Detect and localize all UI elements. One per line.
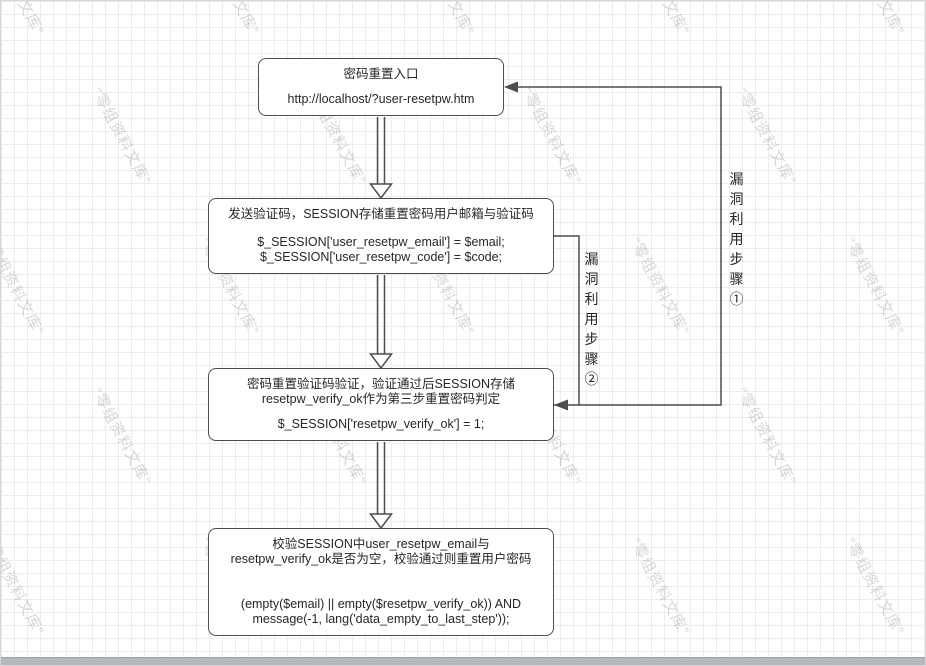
node-title-line: resetpw_verify_ok是否为空，校验通过则重置用户密码 (230, 552, 532, 566)
exploit-step2-label: 漏洞利用步骤② (584, 251, 599, 387)
node-code-line: $_SESSION['user_resetpw_email'] = $email… (257, 235, 505, 249)
node-title: 密码重置入口 (343, 67, 418, 82)
node-title-line: resetpw_verify_ok作为第三步重置密码判定 (261, 392, 501, 406)
watermark-text: “零组资料文库” (626, 235, 692, 339)
node-password-reset-entry: 密码重置入口 http://localhost/?user-resetpw.ht… (258, 58, 504, 116)
node-code-line: (empty($email) || empty($resetpw_verify_… (240, 597, 522, 611)
bottom-scrollbar[interactable] (1, 657, 925, 665)
watermark-text: “零组资料文库” (88, 85, 154, 189)
node-title-line: 校验SESSION中user_resetpw_email与 (272, 537, 490, 551)
node-code: $_SESSION['resetpw_verify_ok'] = 1; (278, 417, 485, 432)
node-title: 密码重置验证码验证，验证通过后SESSION存储 resetpw_verify_… (247, 377, 515, 407)
watermark-text: “零组资料文库” (88, 385, 154, 489)
node-verify-code: 密码重置验证码验证，验证通过后SESSION存储 resetpw_verify_… (208, 368, 554, 441)
watermark-text: “零组资料文库” (0, 235, 47, 339)
watermark-text: “零组资料文库” (841, 235, 907, 339)
exploit-step1-label: 漏洞利用步骤① (729, 171, 744, 307)
watermark-text: “零组资料文库” (733, 385, 799, 489)
node-title-line: 密码重置验证码验证，验证通过后SESSION存储 (246, 377, 516, 391)
node-code: $_SESSION['user_resetpw_email'] = $email… (257, 235, 505, 265)
node-code-line: message(-1, lang('data_empty_to_last_ste… (252, 612, 510, 626)
node-title: 校验SESSION中user_resetpw_email与 resetpw_ve… (231, 537, 532, 567)
node-title-line: 密码重置入口 (343, 67, 419, 81)
node-code: (empty($email) || empty($resetpw_verify_… (241, 597, 521, 627)
node-code-line: $_SESSION['user_resetpw_code'] = $code; (259, 250, 503, 264)
node-send-verification-code: 发送验证码，SESSION存储重置密码用户邮箱与验证码 $_SESSION['u… (208, 198, 554, 274)
flow-arrow-verify-to-reset (369, 442, 393, 530)
flow-arrow-entry-to-send (369, 117, 393, 200)
exploit-line-step2 (554, 235, 580, 411)
flow-arrow-send-to-verify (369, 275, 393, 370)
node-code-line: $_SESSION['resetpw_verify_ok'] = 1; (277, 417, 485, 431)
watermark-text: “零组资料文库” (841, 535, 907, 639)
watermark-text: “零组资料文库” (410, 1, 479, 39)
watermark-text: “零组资料文库” (518, 85, 584, 189)
watermark-text: “零组资料文库” (840, 1, 909, 39)
node-title-line: 发送验证码，SESSION存储重置密码用户邮箱与验证码 (228, 207, 534, 221)
watermark-text: “零组资料文库” (625, 1, 694, 39)
node-title: 发送验证码，SESSION存储重置密码用户邮箱与验证码 (228, 207, 534, 222)
watermark-text: “零组资料文库” (1, 1, 50, 39)
node-url-line: http://localhost/?user-resetpw.htm (287, 92, 475, 106)
node-reset-password-check: 校验SESSION中user_resetpw_email与 resetpw_ve… (208, 528, 554, 636)
node-url: http://localhost/?user-resetpw.htm (288, 92, 475, 107)
watermark-text: “零组资料文库” (0, 535, 47, 639)
watermark-text: “零组资料文库” (626, 535, 692, 639)
watermark-text: “零组资料文库” (195, 1, 264, 39)
